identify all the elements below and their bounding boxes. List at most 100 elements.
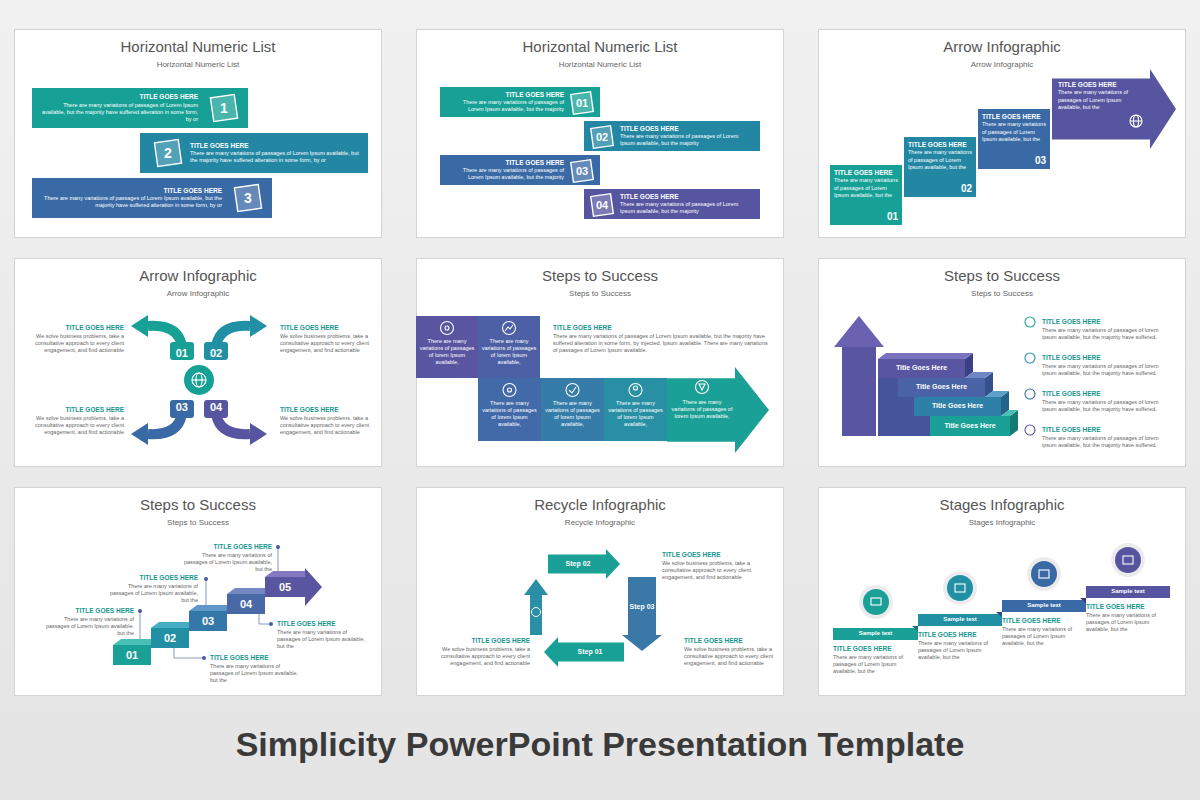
node-shape [440,155,600,185]
label-title: TITLE GOES HERE [42,607,134,615]
stage-bar: Sample text [833,628,918,640]
label-text: There are many variations of passages of… [1042,327,1172,341]
numbered-band: TITLE GOES HEREThere are many variations… [32,88,248,128]
label-title: TITLE GOES HERE [833,645,918,653]
node-shape [904,137,976,197]
label-text: There are many variations of passages of… [833,654,918,675]
box-title: Sample text [1086,588,1170,595]
stair-block [985,391,1009,397]
node-shape [898,378,985,397]
stair-step: 04 [227,594,265,614]
slide-card: Steps to SuccessSteps to Success01020304… [14,487,382,696]
label-text: We solve business problems, take a consu… [662,560,772,581]
stage-bar: Sample text [1002,600,1086,612]
node-shape [667,367,769,453]
leader-line [206,579,207,605]
label-title: TITLE GOES HERE [1042,318,1172,326]
node-shape [148,326,182,346]
label-title: TITLE GOES HERE [553,324,768,332]
slide-title: Arrow Infographic [20,267,376,285]
box-title: Sample text [1002,602,1086,609]
slide-subtitle: Steps to Success [20,518,376,528]
stage-circle [871,598,881,605]
slide-title: Recycle Infographic [422,496,778,514]
label-text: We solve business problems, take a consu… [280,333,372,354]
node-shape [131,423,148,445]
leader-dot [202,656,206,660]
box-title: Title Goes Here [882,364,961,372]
box-icon [696,381,709,394]
slide-card: Arrow InfographicArrow InfographicTITLE … [818,29,1186,238]
stair-step: Title Goes Here [914,397,1001,416]
stair-step: 05 [265,577,305,597]
label-text: There are many variations of passages of… [182,552,272,573]
label-title: TITLE GOES HERE [1086,603,1170,611]
label-title: TITLE GOES HERE [1002,617,1086,625]
node-shape [544,637,624,667]
leader-dot [276,545,280,549]
recycle-arrow: Step 01 [544,637,624,667]
slide-subtitle: Arrow Infographic [20,289,376,299]
node-shape [478,378,541,441]
box-title: Title Goes Here [902,383,981,391]
label-title: TITLE GOES HERE [28,324,124,332]
node-shape [210,94,237,121]
curved-arrow: 03 [126,398,196,444]
node-shape [1052,69,1176,149]
node-shape [32,88,248,128]
stage-circle [871,556,1133,605]
stair-step: Title Goes Here [878,359,965,378]
step-box: There are many variations of passages of… [416,316,478,378]
slide-title: Arrow Infographic [824,38,1180,56]
leader-line [278,547,279,571]
stair-step: 02 [151,628,189,648]
slide-title: Horizontal Numeric List [422,38,778,56]
label-text: There are many variations of passages of… [108,583,198,604]
number-badge: 1 [210,94,238,122]
slide-subtitle: Stages Infographic [824,518,1180,528]
slide-subtitle: Horizontal Numeric List [20,60,376,70]
box-icon [699,384,705,390]
box-icon [505,325,513,331]
stair-top [189,605,227,611]
box-text: There are many variations of passages of… [448,167,564,181]
node-shape [819,488,1186,696]
list-icon [1025,425,1035,435]
callout-number: 04 [210,401,272,413]
node-shape [604,378,667,441]
label-title: TITLE GOES HERE [280,324,372,332]
box-text: There are many variations of passages of… [908,149,972,170]
stage-circle [859,585,893,619]
callout-number: 1 [210,101,238,115]
box-icon [569,387,576,393]
node-shape [113,645,151,665]
number-badge: 2 [154,139,182,167]
curved-arrow: 04 [202,398,272,444]
node-shape [265,577,305,597]
node-shape [15,30,382,238]
label-title: TITLE GOES HERE [1042,390,1172,398]
curved-arrow: 01 [126,316,196,362]
box-title: Title Goes Here [918,402,997,410]
globe-icon [1130,115,1142,127]
stair-top [227,588,265,594]
box-text: There are many variations of passages of… [671,399,733,420]
step-box: TITLE GOES HEREThere are many variations… [830,165,902,225]
leader-dot [138,609,142,613]
box-title: Step 03 [629,603,655,611]
label-title: TITLE GOES HERE [1042,354,1172,362]
node-shape [440,87,600,117]
step-box: There are many variations of passages of… [541,378,604,441]
numbered-band: TITLE GOES HEREThere are many variations… [440,87,600,117]
slide-title: Horizontal Numeric List [20,38,376,56]
label-title: TITLE GOES HERE [277,620,369,628]
stage-circle [1027,557,1061,591]
label-text: There are many variations of passages of… [42,616,134,637]
box-icon [445,326,449,330]
callout-number: 01 [834,212,898,222]
node-shape [227,594,265,614]
callout-number: 02 [590,131,614,143]
box-icon [503,384,516,397]
node-shape [819,259,1186,467]
leader-dot [138,545,280,660]
